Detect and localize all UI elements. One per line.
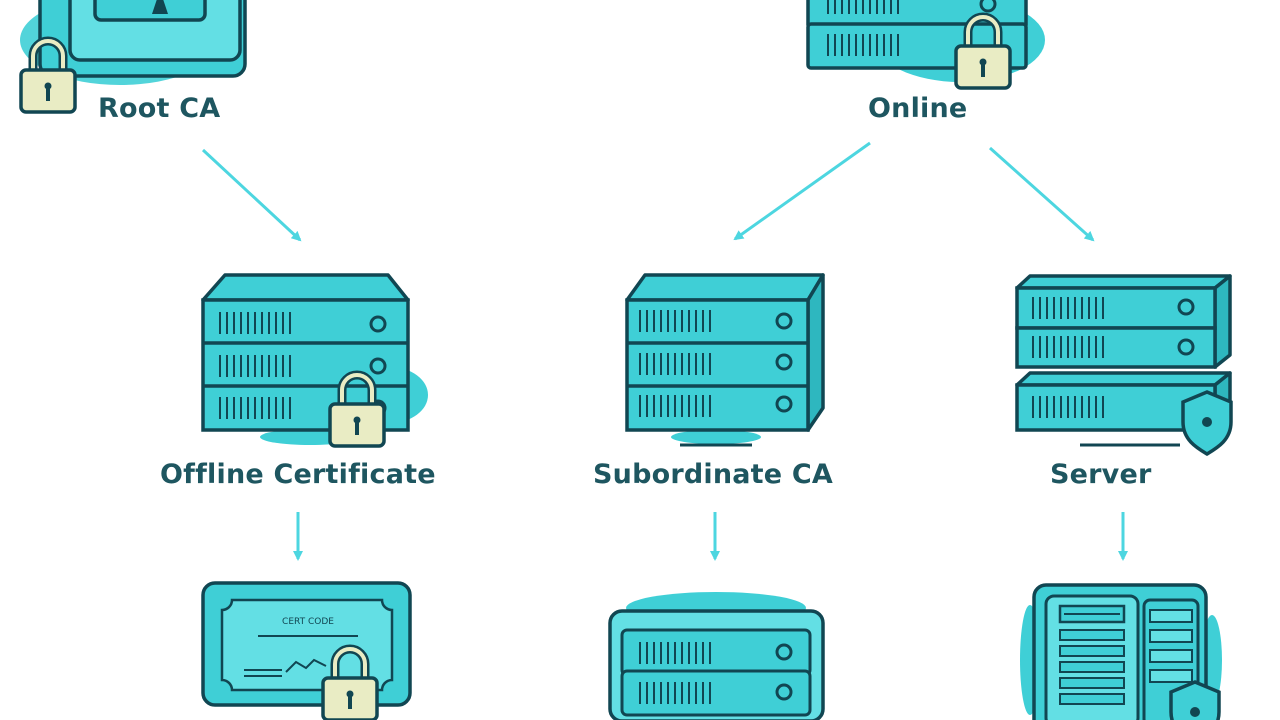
offline-certificate-label: Offline Certificate xyxy=(160,459,436,490)
server-label: Server xyxy=(1050,459,1152,490)
arrows xyxy=(201,141,1128,561)
subordinate-server-unit-icon xyxy=(608,592,825,720)
arrow-online-to-subordinate xyxy=(733,141,871,241)
certificate-document-icon: CERT CODE xyxy=(201,581,412,720)
arrow-online-to-server xyxy=(989,146,1095,242)
server-stack-icon xyxy=(1015,274,1233,456)
offline-certificate-server-icon xyxy=(201,273,428,446)
server-rack-icon xyxy=(1020,583,1222,720)
online-server-icon xyxy=(806,0,1045,88)
certificate-text: CERT CODE xyxy=(282,617,334,627)
subordinate-ca-label: Subordinate CA xyxy=(593,459,834,490)
arrow-root-to-offline xyxy=(201,148,302,242)
online-label: Online xyxy=(868,93,968,124)
root-ca-icon xyxy=(20,0,247,112)
subordinate-ca-server-icon xyxy=(625,273,825,447)
root-ca-label: Root CA xyxy=(98,93,221,124)
